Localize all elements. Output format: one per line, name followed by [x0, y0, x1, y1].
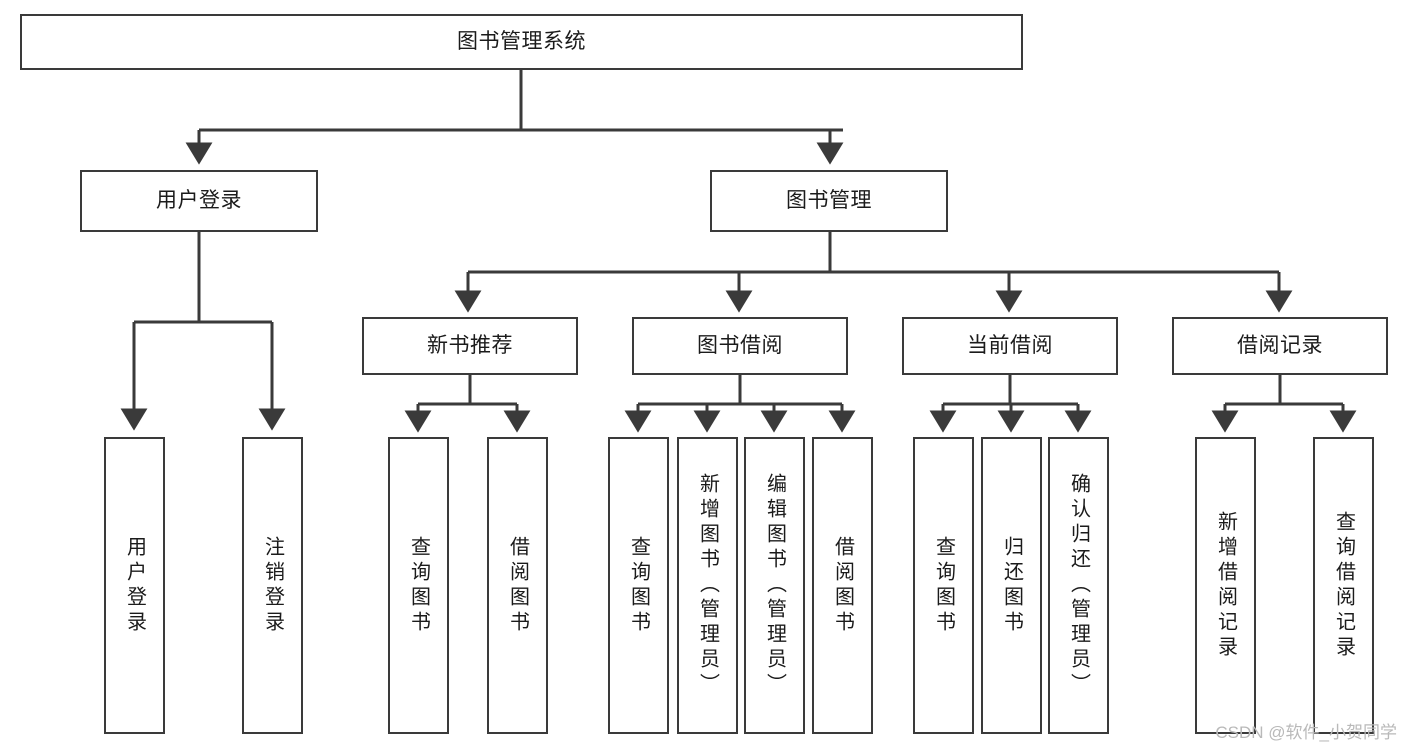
node-leaf-user-login[interactable]: 用户登录: [104, 437, 165, 734]
node-leaf-confirm-return-admin[interactable]: 确认归还（管理员）: [1048, 437, 1109, 734]
node-new-book-recommend[interactable]: 新书推荐: [362, 317, 578, 375]
node-label: 查询图书: [627, 535, 650, 636]
node-label: 查询图书: [407, 535, 430, 636]
node-label: 查询图书: [932, 535, 955, 636]
node-label: 借阅图书: [831, 535, 854, 636]
node-leaf-return-book[interactable]: 归还图书: [981, 437, 1042, 734]
node-label: 用户登录: [156, 189, 242, 213]
node-leaf-edit-book-admin[interactable]: 编辑图书（管理员）: [744, 437, 805, 734]
node-label: 确认归还（管理员）: [1067, 473, 1090, 698]
node-label: 图书管理: [786, 189, 872, 213]
node-label: 借阅图书: [506, 535, 529, 636]
node-label: 归还图书: [1000, 535, 1023, 636]
node-label: 新增借阅记录: [1214, 510, 1237, 661]
node-book-management[interactable]: 图书管理: [710, 170, 948, 232]
node-label: 图书借阅: [697, 334, 783, 358]
node-book-borrow[interactable]: 图书借阅: [632, 317, 848, 375]
node-current-borrow[interactable]: 当前借阅: [902, 317, 1118, 375]
node-leaf-query-borrow-record[interactable]: 查询借阅记录: [1313, 437, 1374, 734]
node-label: 当前借阅: [967, 334, 1053, 358]
node-root-book-management-system[interactable]: 图书管理系统: [20, 14, 1023, 70]
node-leaf-query-book-recommend[interactable]: 查询图书: [388, 437, 449, 734]
node-label: 新书推荐: [427, 334, 513, 358]
node-label: 图书管理系统: [457, 30, 586, 54]
node-borrow-record[interactable]: 借阅记录: [1172, 317, 1388, 375]
node-label: 新增图书（管理员）: [696, 473, 719, 698]
node-leaf-borrow-book[interactable]: 借阅图书: [812, 437, 873, 734]
node-leaf-query-book-borrow[interactable]: 查询图书: [608, 437, 669, 734]
node-label: 查询借阅记录: [1332, 510, 1355, 661]
node-label: 注销登录: [261, 535, 284, 636]
node-label: 用户登录: [123, 535, 146, 636]
node-leaf-query-book-current[interactable]: 查询图书: [913, 437, 974, 734]
node-leaf-borrow-book-recommend[interactable]: 借阅图书: [487, 437, 548, 734]
node-leaf-add-book-admin[interactable]: 新增图书（管理员）: [677, 437, 738, 734]
node-user-login[interactable]: 用户登录: [80, 170, 318, 232]
node-leaf-user-logout[interactable]: 注销登录: [242, 437, 303, 734]
node-label: 借阅记录: [1237, 334, 1323, 358]
node-label: 编辑图书（管理员）: [763, 473, 786, 698]
node-leaf-add-borrow-record[interactable]: 新增借阅记录: [1195, 437, 1256, 734]
